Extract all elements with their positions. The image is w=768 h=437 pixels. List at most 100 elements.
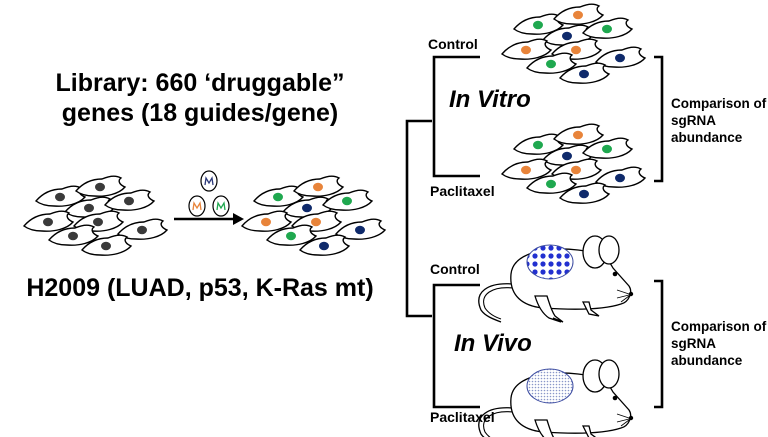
- cell: [500, 38, 553, 60]
- transduction-arrow: [174, 213, 244, 225]
- in-vitro-comparison-label: Comparison of sgRNA abundance: [671, 96, 767, 145]
- cell: [47, 224, 100, 246]
- mouse-eye: [612, 395, 618, 401]
- cell: [22, 210, 75, 232]
- cell-nucleus: [571, 45, 581, 55]
- mouse-tail: [478, 283, 514, 323]
- in-vivo-bracket: [432, 283, 480, 409]
- cell: [594, 166, 647, 188]
- cell-nucleus: [573, 130, 583, 140]
- cell: [74, 175, 127, 197]
- cell: [581, 137, 634, 159]
- cell-nucleus: [562, 31, 572, 41]
- cell-nucleus: [521, 45, 531, 55]
- cell-nucleus: [101, 241, 111, 251]
- cell: [558, 62, 611, 84]
- cell-nucleus: [302, 203, 312, 213]
- in-vitro-bracket: [432, 55, 480, 178]
- cell-nucleus: [562, 151, 572, 161]
- in-vitro-paclitaxel-label: Paclitaxel: [430, 183, 495, 199]
- cell-nucleus: [533, 140, 543, 150]
- cell-line-label: H2009 (LUAD, p53, K-Ras mt): [26, 274, 374, 302]
- mouse-whiskers: [616, 413, 630, 427]
- in-vivo-paclitaxel-label: Paclitaxel: [430, 409, 495, 425]
- branch-brackets: [405, 55, 664, 409]
- cell: [334, 218, 387, 240]
- cell-nucleus: [546, 179, 556, 189]
- control-mouse: [478, 235, 634, 323]
- cell-nucleus: [124, 196, 134, 206]
- transduced-cell-cluster: [240, 175, 387, 256]
- cell-nucleus: [311, 217, 321, 227]
- cell: [525, 172, 578, 194]
- cell: [103, 189, 156, 211]
- cell: [63, 196, 116, 218]
- cell-nucleus: [573, 10, 583, 20]
- cell: [265, 224, 318, 246]
- cell-nucleus: [546, 59, 556, 69]
- mouse-nose: [628, 415, 634, 421]
- cell: [594, 46, 647, 68]
- lentivirus-library-icons: [188, 170, 230, 217]
- cell-nucleus: [43, 217, 53, 227]
- cell-nucleus: [319, 241, 329, 251]
- in-vivo-comparison-label: Comparison of sgRNA abundance: [671, 319, 767, 368]
- cell-nucleus: [615, 53, 625, 63]
- cell: [500, 158, 553, 180]
- sgrna-virus-icon: [188, 195, 206, 217]
- cell-nucleus: [68, 231, 78, 241]
- mouse-tail: [478, 407, 514, 437]
- mouse-nose: [628, 291, 634, 297]
- in-vivo-title: In Vivo: [454, 330, 532, 357]
- cell: [552, 123, 605, 145]
- cell-nucleus: [55, 192, 65, 202]
- cell-nucleus: [95, 182, 105, 192]
- cell-nucleus: [355, 225, 365, 235]
- cell-nucleus: [533, 20, 543, 30]
- in-vitro-control-cells: [500, 3, 647, 84]
- in-vitro-comparison-bracket: [654, 55, 664, 183]
- cell-nucleus: [273, 192, 283, 202]
- cell-nucleus: [602, 144, 612, 154]
- cell-nucleus: [93, 217, 103, 227]
- mouse-eye: [612, 271, 618, 277]
- cell-nucleus: [615, 173, 625, 183]
- cell-nucleus: [571, 165, 581, 175]
- cell: [292, 175, 345, 197]
- cell: [240, 210, 293, 232]
- mouse-whiskers: [616, 289, 630, 303]
- cell: [525, 52, 578, 74]
- cell-nucleus: [313, 182, 323, 192]
- tumor-xenograft: [526, 244, 574, 280]
- untransduced-cell-cluster: [22, 175, 169, 256]
- cell-nucleus: [84, 203, 94, 213]
- cell: [581, 17, 634, 39]
- cell-nucleus: [579, 189, 589, 199]
- library-line-1: Library: 660 ‘druggable”: [55, 69, 345, 97]
- cell: [512, 133, 565, 155]
- cell: [298, 234, 351, 256]
- in-vitro-paclitaxel-cells: [500, 123, 647, 204]
- in-vitro-title: In Vitro: [449, 86, 531, 113]
- cell: [512, 13, 565, 35]
- in-vivo-comparison-bracket: [654, 279, 664, 409]
- cell-nucleus: [342, 196, 352, 206]
- cell-nucleus: [286, 231, 296, 241]
- cell-nucleus: [602, 24, 612, 34]
- cell-nucleus: [521, 165, 531, 175]
- cell-nucleus: [579, 69, 589, 79]
- outer-branch-bracket: [405, 119, 432, 318]
- cell: [552, 3, 605, 25]
- sgrna-virus-icon: [212, 195, 230, 217]
- cell: [80, 234, 133, 256]
- paclitaxel-mouse: [478, 359, 634, 437]
- tumor-xenograft: [526, 368, 574, 404]
- in-vitro-control-label: Control: [428, 36, 478, 52]
- cell-nucleus: [261, 217, 271, 227]
- library-description: Library: 660 ‘druggable” genes (18 guide…: [0, 68, 400, 128]
- library-line-2: genes (18 guides/gene): [61, 99, 339, 127]
- cell-nucleus: [137, 225, 147, 235]
- sgrna-virus-icon: [200, 170, 218, 192]
